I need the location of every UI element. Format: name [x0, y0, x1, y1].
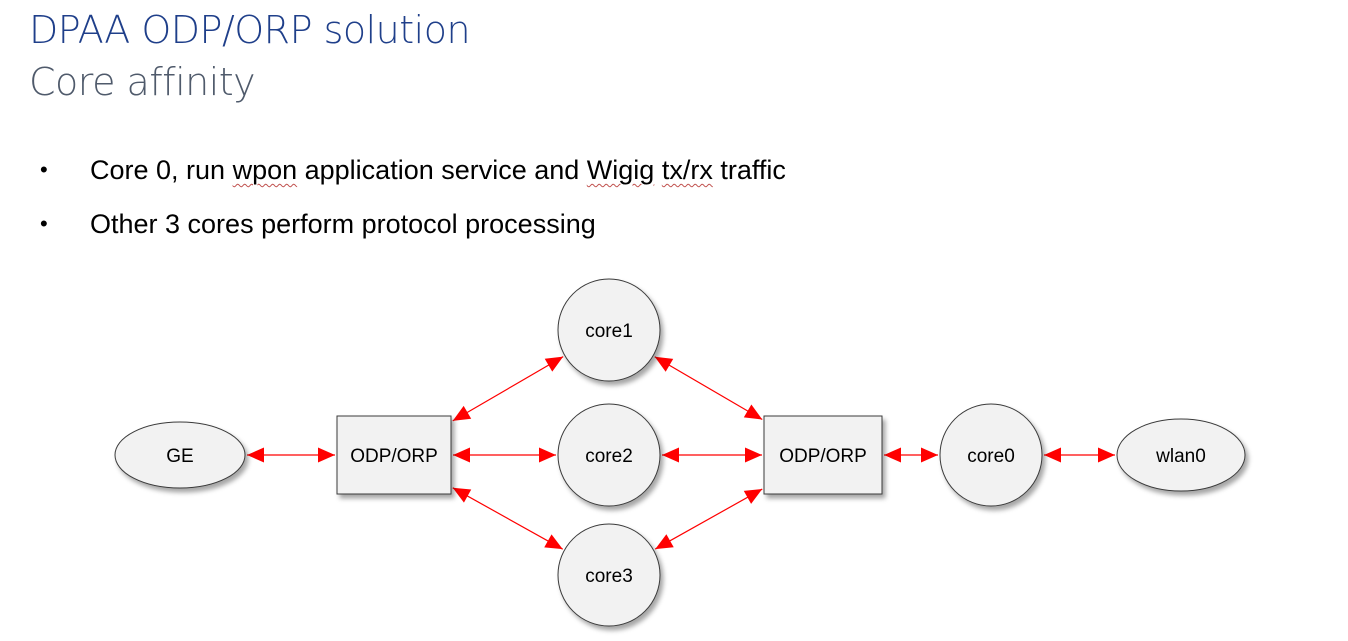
slide-title: DPAA ODP/ORP solution [29, 8, 471, 52]
node-label: core2 [585, 446, 633, 467]
node-label: ODP/ORP [350, 446, 438, 467]
node-label: core1 [585, 321, 633, 342]
arrowhead-start [452, 487, 472, 503]
spellcheck-word: Wigig [586, 155, 655, 185]
edges-layer [247, 356, 1115, 550]
node-label: core0 [967, 446, 1015, 467]
arrowhead-start [655, 534, 674, 550]
arrowhead-start [662, 447, 679, 463]
bullet-text: Other 3 cores perform protocol processin… [90, 204, 596, 244]
bullet-marker: • [40, 157, 48, 182]
arrowhead-end [743, 404, 763, 420]
bullet-text-segment: Core 0, run [90, 155, 233, 185]
bullet-item: • Core 0, run wpon application service an… [0, 150, 1000, 190]
edge-line [654, 488, 763, 550]
arrowhead-start [453, 447, 470, 463]
arrowhead-end [318, 447, 335, 463]
edge-line [452, 487, 564, 550]
arrowhead-start [247, 447, 264, 463]
edge-core1-odp2 [654, 356, 763, 421]
edge-odp1-core3 [452, 487, 564, 550]
arrowhead-end [544, 356, 564, 372]
node-label: core3 [585, 566, 633, 587]
node-shape [557, 278, 661, 382]
bullet-text: Core 0, run wpon application service and… [90, 150, 786, 190]
edge-core3-odp2 [654, 488, 763, 550]
edge-odp1-core1 [452, 356, 564, 422]
bullet-item: • Other 3 cores perform protocol processi… [0, 204, 1000, 244]
node-odp2: ODP/ORP [763, 415, 883, 495]
node-shape [557, 403, 661, 507]
arrowhead-end [921, 447, 938, 463]
spellcheck-word: tx/rx [661, 155, 713, 185]
node-label: GE [166, 446, 193, 467]
edge-line [452, 356, 564, 422]
bullet-text-segment: application service and [297, 155, 587, 185]
node-core2: core2 [557, 403, 661, 507]
node-ge: GE [114, 421, 246, 489]
arrowhead-start [884, 447, 901, 463]
spellcheck-word: wpon [232, 155, 298, 185]
bullet-marker: • [40, 211, 48, 236]
node-shape [114, 421, 246, 489]
node-shape [557, 523, 661, 627]
edge-odp2-core0 [884, 447, 938, 463]
node-shape [1116, 418, 1246, 492]
node-core3: core3 [557, 523, 661, 627]
edge-core2-odp2 [662, 447, 762, 463]
edge-ge-odp1 [247, 447, 335, 463]
slide-subtitle: Core affinity [29, 60, 256, 104]
node-label: ODP/ORP [779, 446, 867, 467]
arrowhead-end [539, 447, 556, 463]
node-shape [763, 415, 883, 495]
edge-core0-wlan0 [1044, 447, 1115, 463]
arrowhead-start [1044, 447, 1061, 463]
node-shape [336, 415, 452, 495]
arrowhead-start [452, 405, 472, 421]
node-wlan0: wlan0 [1116, 418, 1246, 492]
node-core1: core1 [557, 278, 661, 382]
arrowhead-end [745, 447, 762, 463]
bullet-text-segment: Other 3 cores perform protocol processin… [90, 209, 596, 239]
arrowhead-start [654, 356, 674, 372]
node-shape [939, 403, 1043, 507]
node-core0: core0 [939, 403, 1043, 507]
edge-line [654, 356, 763, 421]
arrowhead-end [1098, 447, 1115, 463]
bullet-text-segment: traffic [712, 155, 786, 185]
nodes-layer: GE ODP/ORP core1 core2 core3 ODP/ORP core0 wlan… [114, 278, 1246, 627]
arrowhead-end [544, 534, 563, 550]
arrowhead-end [743, 489, 763, 504]
edge-odp1-core2 [453, 447, 556, 463]
node-label: wlan0 [1155, 446, 1206, 467]
node-odp1: ODP/ORP [336, 415, 452, 495]
